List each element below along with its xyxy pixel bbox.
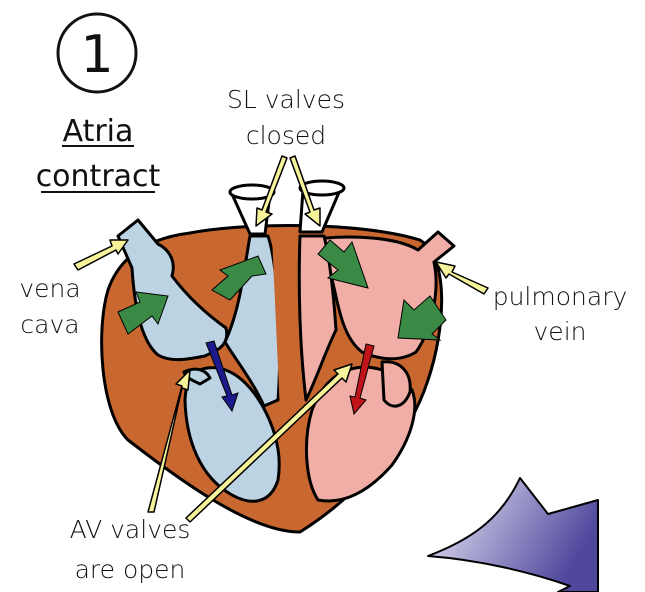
mitral-valve-flap — [380, 360, 412, 408]
av-valves-label-2: are open — [75, 555, 186, 584]
next-step-arrow-icon — [427, 477, 599, 592]
contraction-arrows — [117, 239, 447, 341]
vena-cava-label-1: vena — [19, 274, 80, 303]
title-line-1: Atria — [63, 114, 134, 149]
pulmonary-vein-label-1: pulmonary — [493, 282, 628, 311]
av-valves-label-1: AV valves — [70, 515, 191, 544]
pulmonary-vein-label-2: vein — [534, 317, 587, 346]
sl-valves-label-1: SL valves — [227, 85, 345, 114]
green-arrow-icon — [317, 239, 369, 289]
yellow-pointer-arrow-icon — [435, 261, 489, 295]
oxygenated-flow-arrow — [349, 343, 375, 416]
title-line-2: contract — [36, 159, 161, 194]
yellow-pointer-arrow-icon — [73, 239, 129, 271]
sl-valves-label-2: closed — [246, 121, 326, 150]
green-arrow-icon — [397, 295, 447, 341]
heart — [100, 179, 456, 534]
septum — [272, 236, 300, 500]
green-arrow-icon — [117, 291, 169, 335]
aorta-opening — [298, 179, 346, 197]
yellow-pointer-arrow-icon — [185, 363, 353, 523]
step-indicator: 1 — [56, 12, 138, 94]
green-arrow-icon — [211, 255, 267, 301]
pointer-arrows — [73, 155, 489, 523]
vena-cava-label-2: cava — [20, 310, 79, 339]
deoxygenated-flow-arrow — [205, 340, 239, 413]
step-number-circle — [56, 12, 138, 94]
right-ventricle — [183, 366, 281, 503]
yellow-pointer-arrow-icon — [255, 155, 288, 227]
title: Atria contract — [36, 114, 161, 194]
yellow-pointer-arrow-icon — [289, 155, 321, 227]
labels: SL valves closed vena cava pulmonary vei… — [19, 85, 627, 584]
yellow-pointer-arrow-icon — [147, 369, 191, 513]
blood-flow-arrows — [205, 340, 375, 416]
right-atrium — [116, 218, 229, 362]
step-number: 1 — [80, 25, 113, 85]
